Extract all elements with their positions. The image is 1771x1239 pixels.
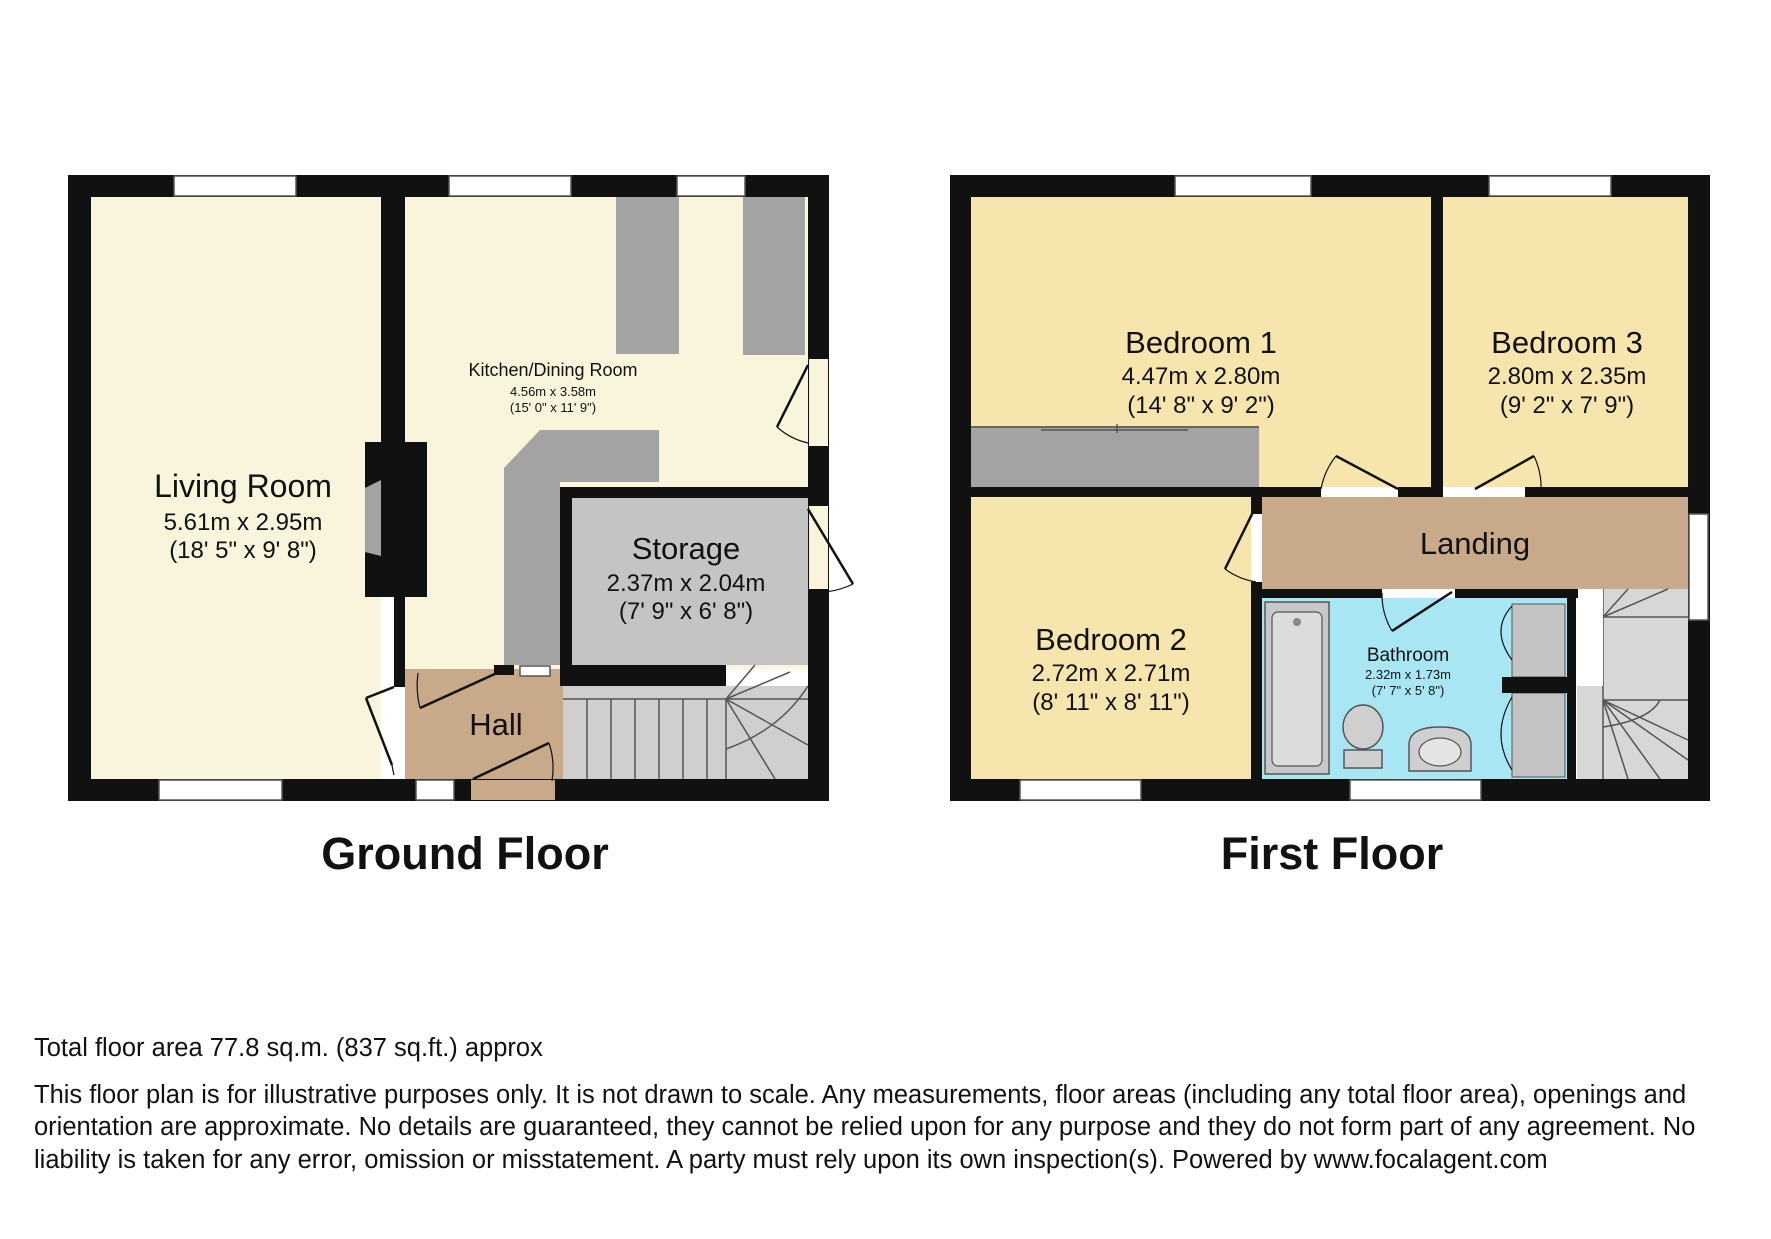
storage-metric: 2.37m x 2.04m	[607, 570, 766, 597]
kitchen-name: Kitchen/Dining Room	[468, 360, 637, 380]
door-arc	[1500, 696, 1513, 771]
bedroom-3-metric: 2.80m x 2.35m	[1488, 363, 1647, 390]
footer-notes: Total floor area 77.8 sq.m. (837 sq.ft.)…	[34, 1032, 1754, 1176]
kitchen-cabinet	[616, 197, 679, 354]
hall-name: Hall	[469, 707, 522, 742]
living-room-imperial: (18' 5" x 9' 8")	[169, 537, 317, 564]
bedroom-2-area	[971, 497, 1251, 779]
staircase-area	[563, 686, 808, 779]
door-arc	[1224, 568, 1257, 583]
ground-floor-windows	[158, 175, 746, 801]
door-arc	[807, 583, 854, 593]
bedroom-2-imperial: (8' 11" x 8' 11")	[1032, 689, 1189, 716]
bathroom-cupboard	[1511, 692, 1566, 778]
first-floor-plan	[950, 175, 1710, 801]
bedroom-2-name: Bedroom 2	[1035, 622, 1187, 657]
storage-imperial: (7' 9" x 6' 8")	[619, 598, 753, 625]
door	[472, 741, 550, 781]
door	[775, 364, 810, 428]
door	[419, 671, 498, 710]
door-swings	[364, 364, 855, 782]
toilet	[1342, 704, 1384, 750]
bedroom-3-name: Bedroom 3	[1491, 325, 1643, 360]
bathroom-imperial: (7' 7" x 5' 8")	[1372, 683, 1445, 698]
door-arc	[416, 672, 421, 709]
bathroom-cupboard	[1511, 603, 1566, 678]
landing-area	[1262, 497, 1688, 589]
door-arc	[548, 742, 554, 782]
landing-name: Landing	[1420, 526, 1530, 561]
kitchen-worktop	[504, 430, 659, 665]
kitchen-cabinet	[743, 197, 805, 355]
ground-floor-title: Ground Floor	[321, 828, 608, 879]
hall-area	[405, 669, 563, 799]
door	[806, 508, 855, 585]
kitchen-metric: 4.56m x 3.58m	[510, 384, 596, 399]
fireplace-hearth	[365, 480, 381, 556]
disclaimer-text: This floor plan is for illustrative purp…	[34, 1080, 1696, 1174]
storage-area	[572, 497, 810, 665]
door	[365, 685, 395, 700]
kitchen-imperial: (15' 0" x 11' 9")	[510, 400, 596, 415]
bedroom-2-metric: 2.72m x 2.71m	[1032, 660, 1191, 687]
total-floor-area: Total floor area 77.8 sq.m. (837 sq.ft.)…	[34, 1034, 543, 1062]
door-arc	[776, 426, 809, 444]
bedroom-3-imperial: (9' 2" x 7' 9")	[1500, 392, 1634, 419]
first-floor-windows	[1019, 175, 1709, 801]
door	[1391, 590, 1453, 633]
bathroom-metric: 2.32m x 1.73m	[1365, 667, 1451, 682]
wardrobe	[971, 426, 1259, 487]
bedroom-1-name: Bedroom 1	[1125, 325, 1277, 360]
door	[364, 697, 394, 766]
door-arc	[391, 764, 395, 776]
first-floor-door-swings	[1223, 454, 1542, 771]
door-arc	[1533, 455, 1542, 493]
door	[1223, 505, 1258, 570]
living-room-name: Living Room	[154, 468, 332, 504]
bedroom-3-area	[1443, 197, 1688, 487]
bathroom-name: Bathroom	[1367, 645, 1449, 666]
door-arc	[1381, 592, 1393, 632]
door	[1474, 454, 1535, 491]
staircase	[563, 664, 809, 780]
door-arc	[1320, 455, 1337, 490]
first-floor-title: First Floor	[1221, 828, 1444, 879]
living-room-area	[91, 197, 381, 779]
bedroom-1-metric: 4.47m x 2.80m	[1122, 363, 1281, 390]
door-arc	[1500, 605, 1513, 661]
door	[1335, 454, 1399, 491]
ground-floor-plan	[68, 175, 855, 801]
room-labels: Living Room 5.61m x 2.95m (18' 5" x 9' 8…	[154, 325, 1646, 879]
bedroom-1-imperial: (14' 8" x 9' 2")	[1127, 392, 1275, 419]
storage-name: Storage	[632, 531, 741, 566]
living-room-metric: 5.61m x 2.95m	[164, 509, 323, 536]
